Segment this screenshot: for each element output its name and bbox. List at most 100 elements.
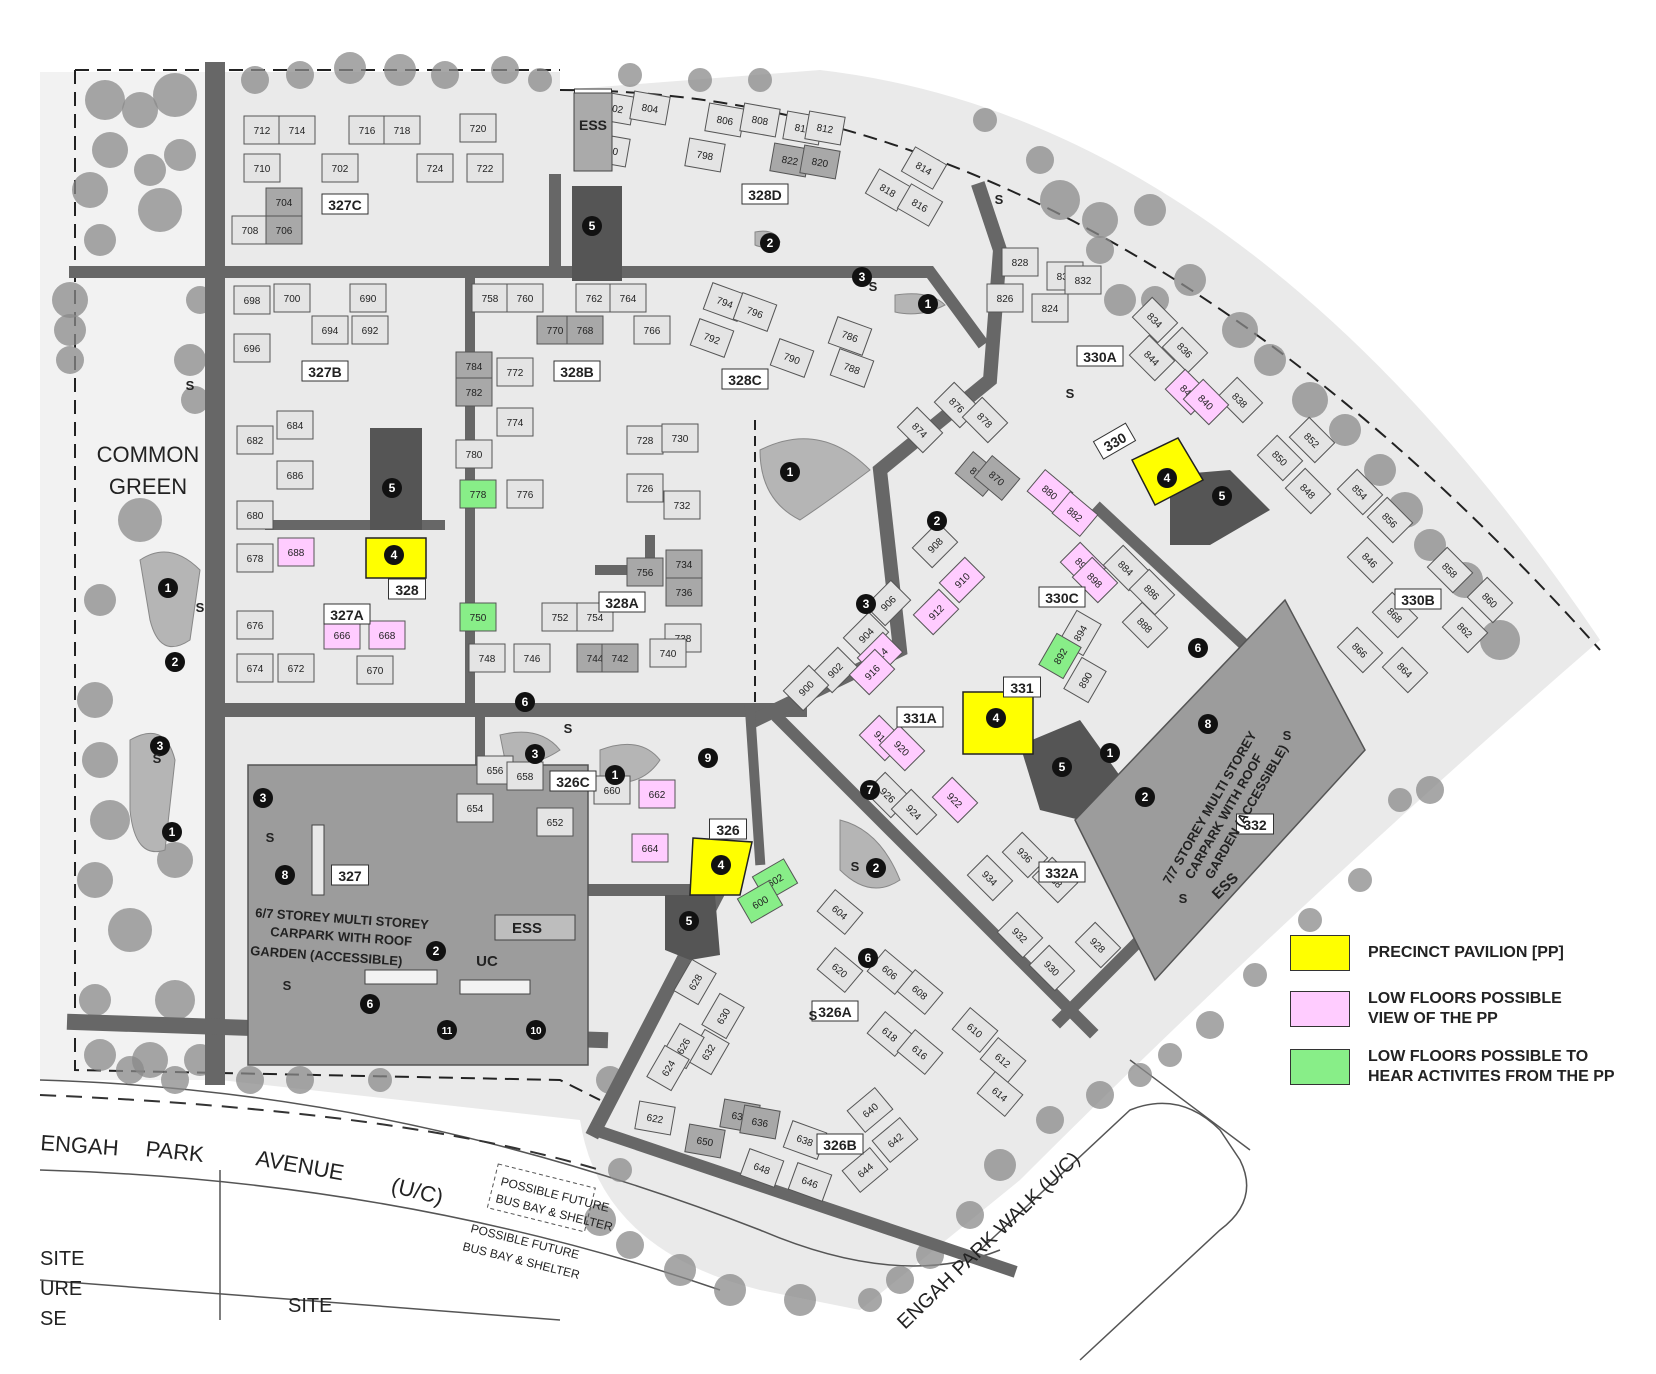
unit-620: 620 — [816, 947, 864, 993]
unit-730: 730 — [661, 423, 699, 453]
svg-text:704: 704 — [276, 198, 293, 209]
block-label-330A: 330A — [1076, 345, 1124, 367]
unit-912: 912 — [912, 588, 960, 636]
block-label-326: 326 — [709, 818, 747, 840]
svg-text:666: 666 — [334, 631, 351, 642]
svg-text:762: 762 — [586, 294, 603, 305]
marker-5: 5 — [1212, 486, 1232, 506]
s-marker: S — [196, 600, 205, 615]
unit-856: 856 — [1366, 496, 1414, 544]
s-marker: S — [283, 978, 292, 993]
unit-644: 644 — [841, 1147, 889, 1193]
unit-884: 884 — [1102, 544, 1150, 592]
unit-782: 782 — [455, 377, 493, 407]
unit-864: 864 — [1381, 646, 1429, 694]
svg-text:11: 11 — [442, 1026, 453, 1037]
unit-936: 936 — [1001, 831, 1049, 879]
unit-618: 618 — [866, 1011, 914, 1057]
marker-5: 5 — [382, 478, 402, 498]
svg-text:826: 826 — [997, 294, 1014, 305]
svg-text:832: 832 — [1075, 276, 1092, 287]
svg-text:2: 2 — [767, 236, 774, 250]
marker-2: 2 — [165, 652, 185, 672]
svg-text:750: 750 — [470, 613, 487, 624]
unit-694: 694 — [311, 315, 349, 345]
svg-text:328B: 328B — [560, 364, 593, 380]
unit-890: 890 — [1063, 656, 1107, 704]
s-marker: S — [1283, 728, 1292, 743]
s-marker: S — [1179, 891, 1188, 906]
unit-870: 870 — [973, 455, 1021, 501]
unit-704: 704 — [265, 187, 303, 217]
svg-text:686: 686 — [287, 471, 304, 482]
unit-852: 852 — [1288, 416, 1336, 464]
svg-text:1: 1 — [165, 581, 172, 595]
svg-text:728: 728 — [637, 436, 654, 447]
marker-3: 3 — [150, 736, 170, 756]
svg-text:328A: 328A — [605, 595, 638, 611]
svg-text:327A: 327A — [330, 607, 363, 623]
svg-text:680: 680 — [247, 511, 264, 522]
marker-4: 4 — [986, 708, 1006, 728]
marker-11: 11 — [437, 1020, 457, 1040]
svg-text:812: 812 — [816, 123, 835, 137]
unit-714: 714 — [278, 115, 316, 145]
block-label-326B: 326B — [816, 1133, 864, 1155]
svg-text:326C: 326C — [556, 774, 589, 790]
svg-text:6: 6 — [1195, 641, 1202, 655]
unit-814: 814 — [900, 146, 948, 190]
unit-932: 932 — [996, 911, 1044, 959]
svg-text:8: 8 — [1205, 717, 1212, 731]
svg-text:682: 682 — [247, 436, 264, 447]
unit-906: 906 — [864, 579, 912, 627]
common-green-label-2: GREEN — [109, 474, 187, 499]
block-label-327A: 327A — [323, 603, 371, 625]
marker-2: 2 — [760, 233, 780, 253]
unit-788: 788 — [829, 348, 875, 388]
svg-text:652: 652 — [547, 818, 564, 829]
unit-636: 636 — [739, 1104, 781, 1140]
unit-846: 846 — [1346, 536, 1394, 584]
unit-608: 608 — [896, 969, 944, 1015]
legend: PRECINCT PAVILION [PP] LOW FLOORS POSSIB… — [1290, 935, 1650, 1105]
unit-758: 758 — [471, 283, 509, 313]
unit-616: 616 — [896, 1029, 944, 1075]
unit-784: 784 — [455, 351, 493, 381]
svg-text:698: 698 — [244, 296, 261, 307]
unit-924: 924 — [890, 788, 938, 836]
marker-3: 3 — [852, 267, 872, 287]
unit-660: 660 — [593, 775, 631, 805]
avenue-label-park: PARK — [144, 1136, 205, 1167]
unit-650: 650 — [684, 1123, 726, 1159]
unit-724: 724 — [416, 153, 454, 183]
carpark-327-slot-1 — [364, 969, 438, 985]
s-marker: S — [266, 830, 275, 845]
unit-866: 866 — [1336, 626, 1384, 674]
unit-678: 678 — [236, 543, 274, 573]
block-label-332: 332 — [1236, 813, 1274, 835]
svg-text:330C: 330C — [1045, 590, 1078, 606]
unit-742: 742 — [601, 643, 639, 673]
unit-712: 712 — [243, 115, 281, 145]
unit-706: 706 — [265, 215, 303, 245]
block-label-328C: 328C — [721, 368, 769, 390]
legend-item-hear: LOW FLOORS POSSIBLE TO HEAR ACTIVITES FR… — [1290, 1047, 1650, 1087]
svg-text:332A: 332A — [1045, 865, 1078, 881]
marker-6: 6 — [1188, 638, 1208, 658]
block-label-328: 328 — [388, 578, 426, 600]
svg-text:808: 808 — [751, 115, 770, 129]
s-marker: S — [186, 378, 195, 393]
unit-934: 934 — [966, 854, 1014, 902]
svg-text:764: 764 — [620, 294, 637, 305]
svg-text:766: 766 — [644, 326, 661, 337]
svg-text:824: 824 — [1042, 304, 1059, 315]
unit-798: 798 — [684, 137, 726, 173]
unit-726: 726 — [626, 473, 664, 503]
marker-6: 6 — [360, 994, 380, 1014]
unit-854: 854 — [1336, 468, 1384, 516]
svg-text:664: 664 — [642, 844, 659, 855]
svg-text:327: 327 — [338, 868, 362, 884]
svg-text:736: 736 — [676, 588, 693, 599]
unit-720: 720 — [459, 113, 497, 143]
